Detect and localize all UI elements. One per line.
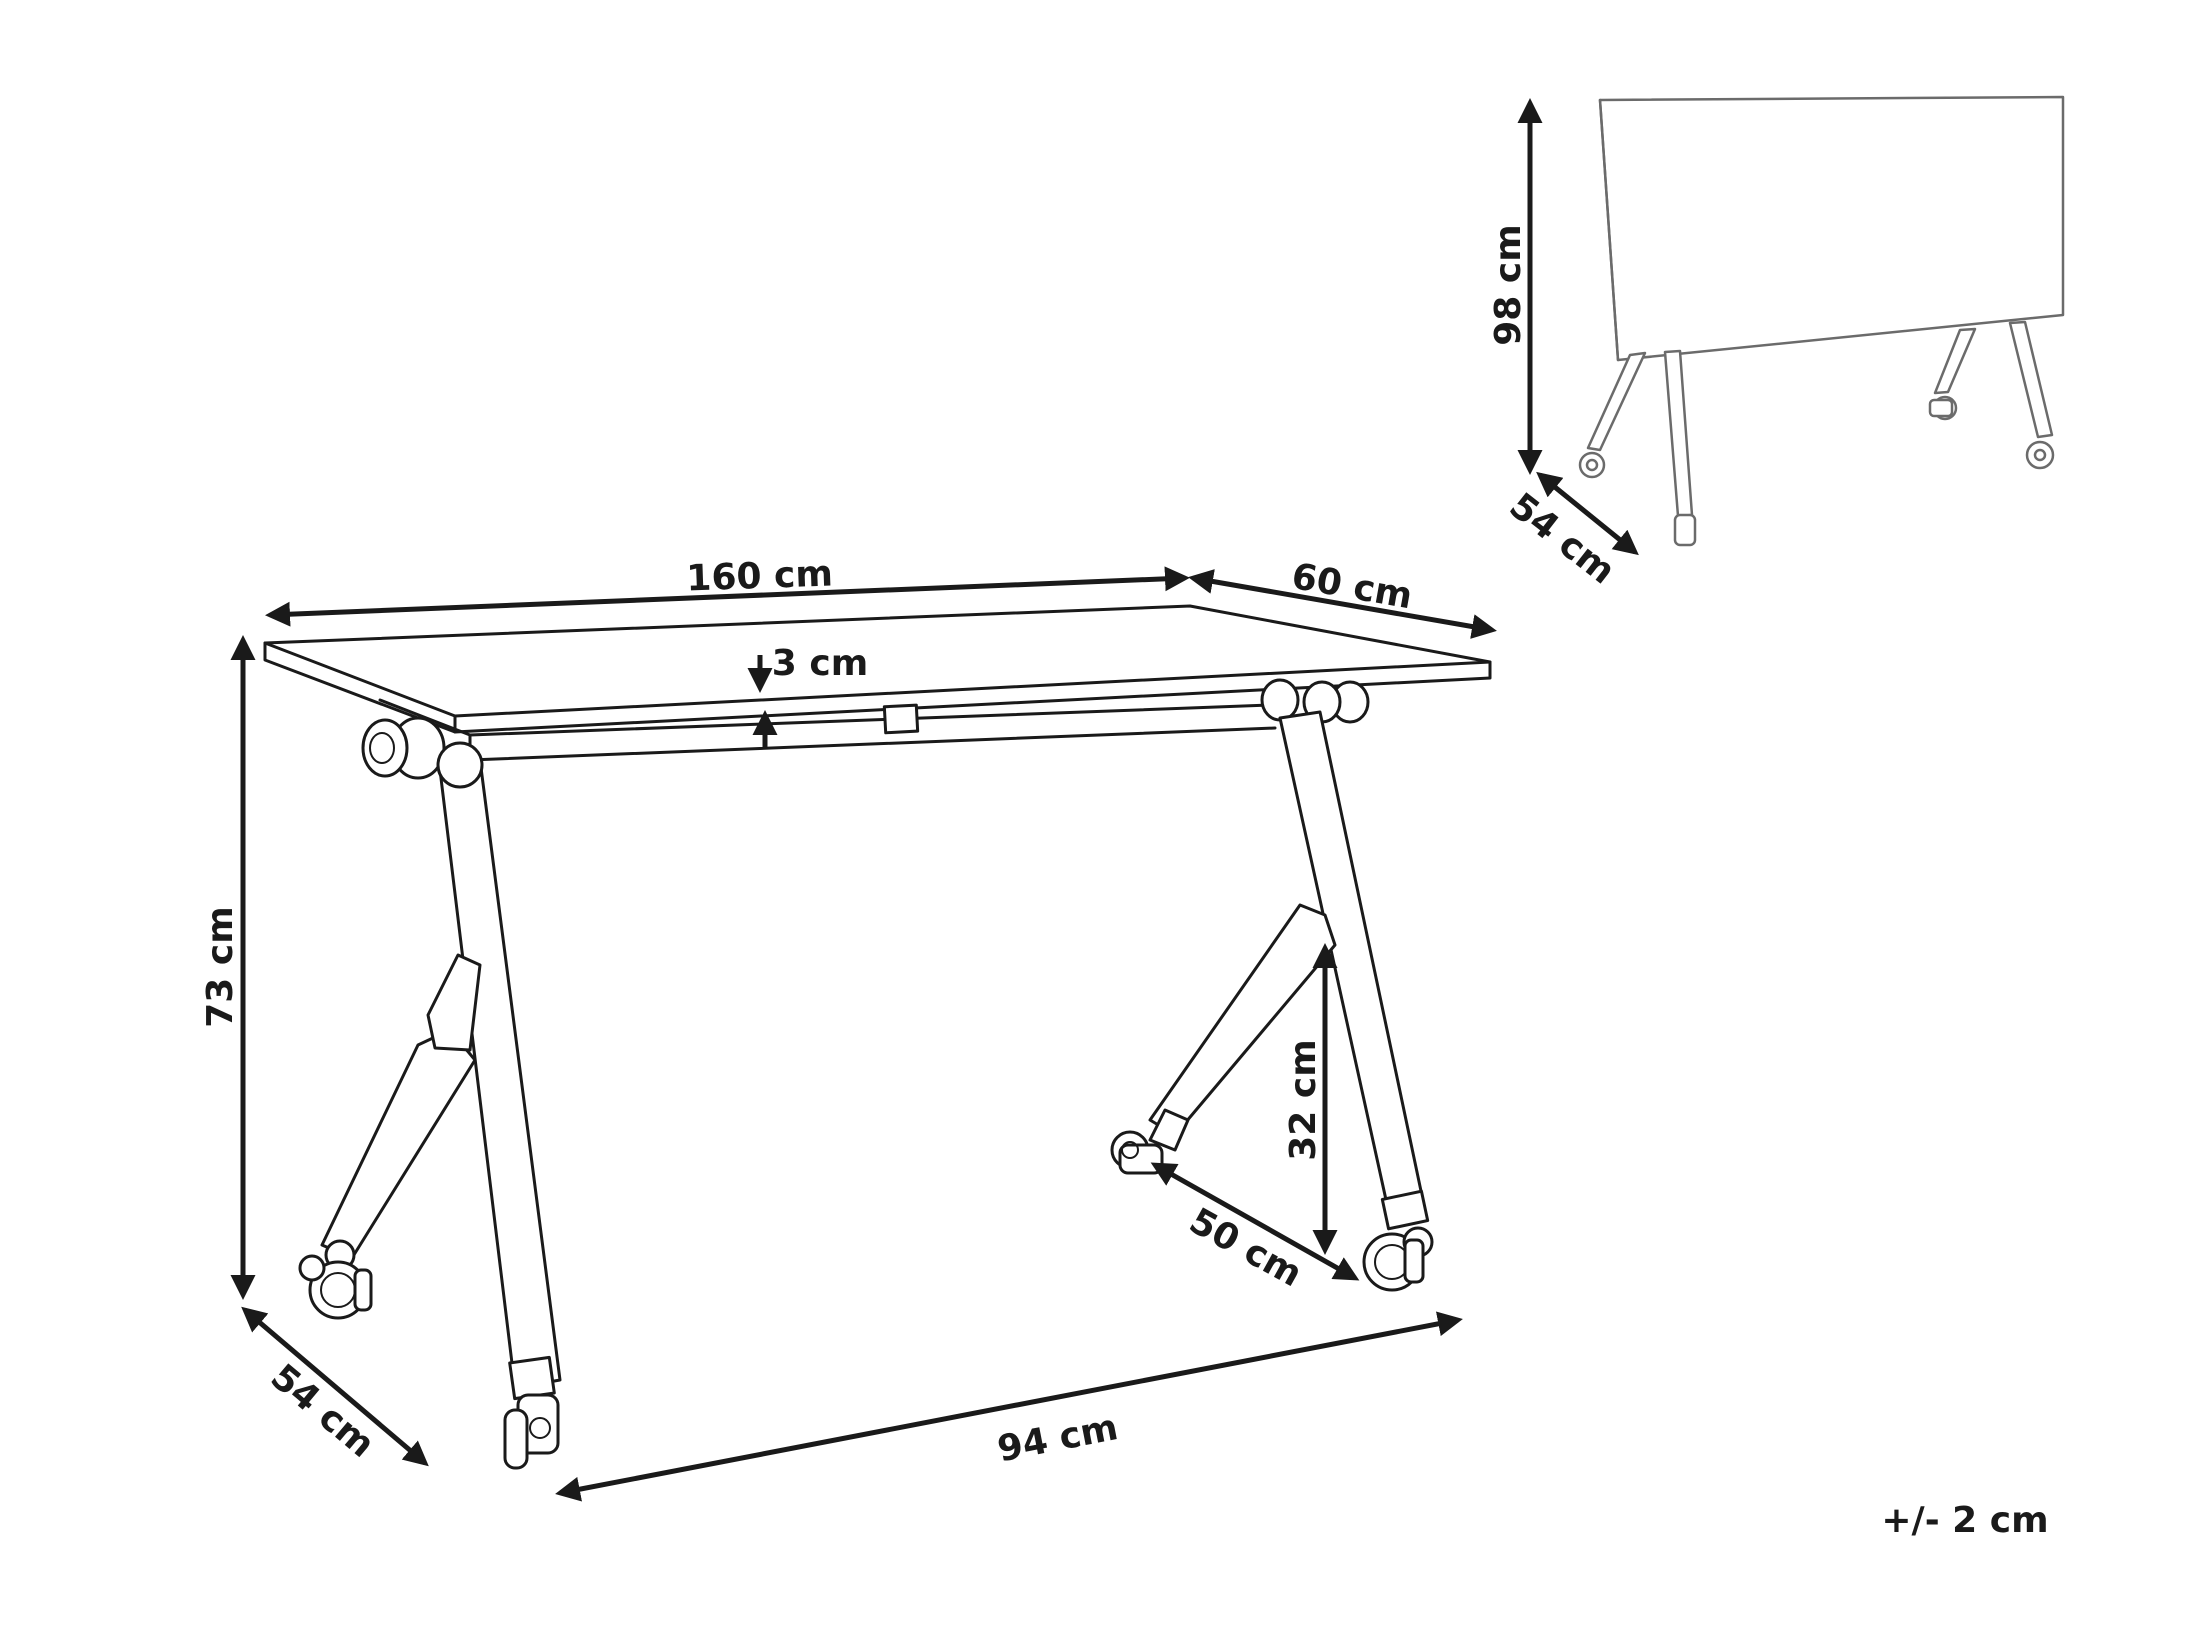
folded-height-label: 98 cm bbox=[1488, 224, 1529, 345]
dimension-lines bbox=[230, 98, 1639, 1502]
left-rear-caster bbox=[298, 1254, 373, 1320]
brace-length-dimension-line bbox=[1150, 1162, 1360, 1281]
depth-dimension-line bbox=[1188, 569, 1497, 639]
brace-height-label: 32 cm bbox=[1283, 1039, 1324, 1160]
depth-label: 60 cm bbox=[1289, 556, 1416, 617]
tolerance-label: +/- 2 cm bbox=[1881, 1500, 2048, 1541]
thickness-label: 3 cm bbox=[772, 643, 868, 684]
left-brace-leg bbox=[320, 953, 482, 1271]
main-table-drawing bbox=[263, 604, 1492, 1470]
right-front-caster bbox=[1362, 1226, 1434, 1292]
width-dimension-line bbox=[265, 566, 1190, 627]
right-front-leg bbox=[1278, 710, 1430, 1231]
folded-table-drawing bbox=[1578, 95, 2065, 547]
front-caster bbox=[503, 1393, 560, 1470]
leg-span-label: 94 cm bbox=[994, 1407, 1121, 1470]
folded-depth-label: 54 cm bbox=[1502, 485, 1623, 592]
leg-span-dimension-line bbox=[555, 1311, 1463, 1502]
left-knob bbox=[361, 716, 446, 780]
right-hinge bbox=[1260, 678, 1370, 724]
right-brace-leg bbox=[1148, 903, 1337, 1152]
height-label: 73 cm bbox=[200, 906, 241, 1027]
width-label: 160 cm bbox=[686, 553, 834, 599]
foot-depth-dimension-line bbox=[241, 1306, 429, 1467]
folded-depth-dimension-line bbox=[1536, 471, 1639, 556]
